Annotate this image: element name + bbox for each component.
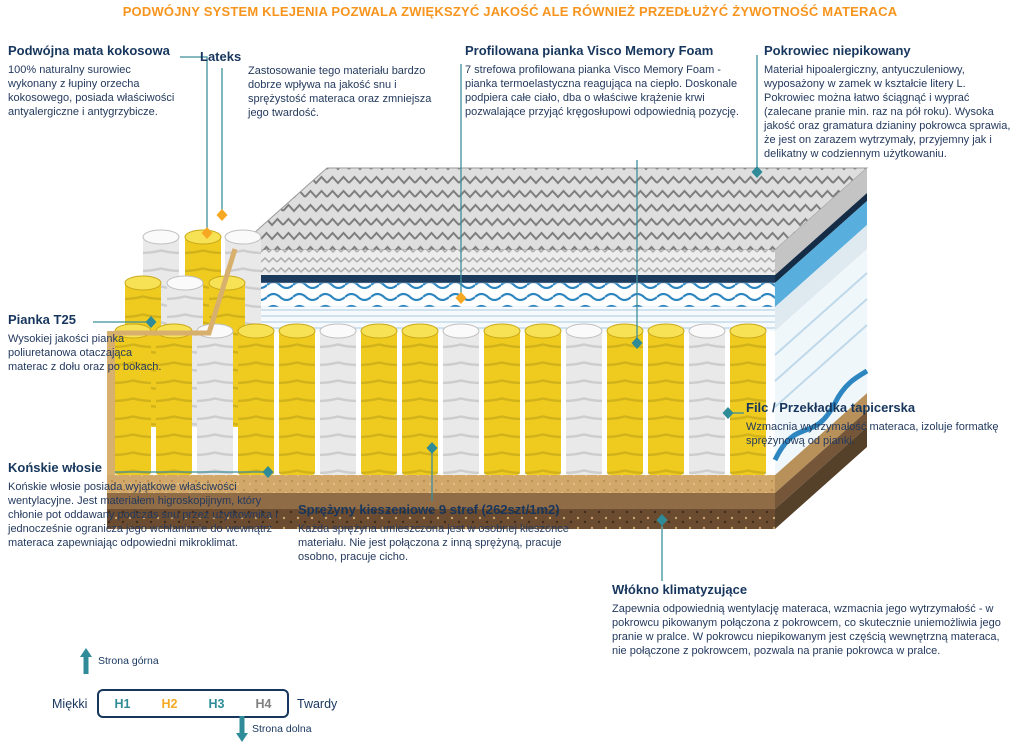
mattress-right-side <box>772 249 869 475</box>
callout-felt: Filc / Przekładka tapicerska Wzmacnia wy… <box>746 400 1008 448</box>
base-foam-layer <box>107 427 867 529</box>
hardness-level-h2: H2 <box>161 696 178 711</box>
hardness-scale: H1 H2 H3 H4 <box>97 689 289 718</box>
scale-top-arrow <box>80 648 92 674</box>
hardness-level-h3: H3 <box>208 696 225 711</box>
callout-climate-fiber: Włókno klimatyzujące Zapewnia odpowiedni… <box>612 582 1014 658</box>
callout-springs: Sprężyny kieszeniowe 9 stref (262szt/1m2… <box>298 502 592 564</box>
pocket-springs-front-row <box>114 323 767 476</box>
callout-horsehair-title: Końskie włosie <box>8 460 102 475</box>
callout-climate-fiber-body: Zapewnia odpowiednią wentylację materaca… <box>612 602 1001 658</box>
callout-latex-body: Zastosowanie tego materiału bardzo dobrz… <box>248 65 432 120</box>
scale-bottom-label: Strona dolna <box>252 723 312 735</box>
callout-visco-title: Profilowana pianka Visco Memory Foam <box>465 43 714 58</box>
callout-springs-title: Sprężyny kieszeniowe 9 stref (262szt/1m2… <box>298 502 560 517</box>
mattress-illustration <box>107 167 869 529</box>
callout-latex-title: Lateks <box>200 49 242 64</box>
callout-coconut-mat: Podwójna mata kokosowa 100% naturalny su… <box>8 43 180 119</box>
callout-felt-body: Wzmacnia wytrzymałość materaca, izoluje … <box>746 420 999 448</box>
arrow-down-icon <box>236 716 248 742</box>
callout-cover-body: Materiał hipoalergiczny, antyuczuleniowy… <box>764 63 1011 161</box>
scale-hard-label: Twardy <box>297 697 338 711</box>
arrow-up-icon <box>80 648 92 674</box>
callout-springs-body: Każda sprężyna umieszczona jest w osobne… <box>298 522 569 564</box>
scale-bottom-arrow <box>236 716 248 742</box>
scale-soft-label: Miękki <box>52 697 88 711</box>
callout-horsehair: Końskie włosie Końskie włosie posiada wy… <box>8 460 288 550</box>
callout-foam-t25: Pianka T25 Wysokiej jakości pianka poliu… <box>8 312 170 374</box>
callout-cover: Pokrowiec niepikowany Materiał hipoalerg… <box>764 43 1016 161</box>
callout-cover-title: Pokrowiec niepikowany <box>764 43 911 58</box>
foam-frame-t25 <box>107 248 238 475</box>
hardness-level-h1: H1 <box>114 696 131 711</box>
callout-felt-title: Filc / Przekładka tapicerska <box>746 400 916 415</box>
callout-latex: Zastosowanie tego materiału bardzo dobrz… <box>248 64 448 120</box>
visco-profiled-layer <box>233 167 869 275</box>
callout-coconut-mat-title: Podwójna mata kokosowa <box>8 43 170 58</box>
scale-top-label: Strona górna <box>98 655 159 667</box>
callout-climate-fiber-title: Włókno klimatyzujące <box>612 582 748 597</box>
callout-latex-title-wrap: Lateks <box>200 49 260 69</box>
callout-coconut-mat-body: 100% naturalny surowiec wykonany z łupin… <box>8 63 175 119</box>
page-title: PODWÓJNY SYSTEM KLEJENIA POZWALA ZWIĘKSZ… <box>122 4 898 19</box>
glue-layer <box>228 193 867 283</box>
horsehair-layer <box>107 411 867 509</box>
callout-foam-t25-title: Pianka T25 <box>8 312 76 327</box>
callout-horsehair-body: Końskie włosie posiada wyjątkowe właściw… <box>8 480 278 550</box>
callout-foam-t25-body: Wysokiej jakości pianka poliuretanowa ot… <box>8 332 162 374</box>
callout-visco-body: 7 strefowa profilowana pianka Visco Memo… <box>465 63 739 119</box>
felt-layer <box>107 393 867 493</box>
hardness-level-h4: H4 <box>255 696 272 711</box>
callout-visco: Profilowana pianka Visco Memory Foam 7 s… <box>465 43 745 119</box>
